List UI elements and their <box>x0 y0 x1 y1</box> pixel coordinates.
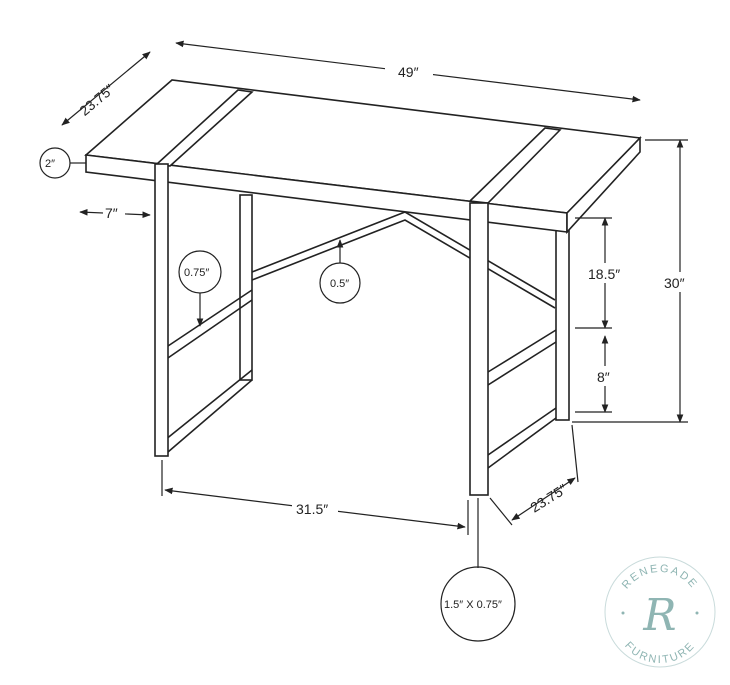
dimension-frame-tube: 0.75″ <box>178 250 222 327</box>
leg-span-label: 31.5″ <box>296 501 328 517</box>
dimension-width: 49″ <box>175 40 641 103</box>
dimension-leg-span: 31.5″ <box>161 460 469 535</box>
front-left-leg <box>154 163 169 457</box>
back-left-leg-frame <box>164 194 253 453</box>
cross-brace <box>251 211 556 309</box>
dimension-height: 30″ <box>572 139 696 423</box>
tabletop <box>84 79 642 235</box>
height-label: 30″ <box>664 275 685 291</box>
upper-clearance-label: 18.5″ <box>588 266 620 282</box>
cross-brace-label: 0.5″ <box>330 278 349 290</box>
back-right-leg-frame <box>487 221 570 469</box>
dimension-depth-base: 23.75″ <box>489 424 579 526</box>
dimension-cross-brace: 0.5″ <box>319 239 361 304</box>
width-label: 49″ <box>398 64 419 80</box>
dimension-overhang: 7″ <box>79 203 151 221</box>
top-thickness-label: 2″ <box>45 158 55 170</box>
dimension-lower-shelf: 8″ <box>575 335 617 413</box>
depth-base-label: 23.75″ <box>527 481 569 516</box>
dimension-leg-profile: 1.5″ X 0.75″ <box>440 498 516 642</box>
dimension-top-thickness: 2″ <box>39 147 86 179</box>
depth-top-label: 23.75″ <box>76 81 117 119</box>
front-right-leg <box>469 202 489 496</box>
logo-monogram: R <box>642 590 676 641</box>
renegade-furniture-logo: RENEGADE FURNITURE R <box>604 556 716 668</box>
frame-tube-label: 0.75″ <box>184 267 209 279</box>
lower-shelf-label: 8″ <box>597 369 610 385</box>
leg-profile-label: 1.5″ X 0.75″ <box>444 599 502 611</box>
overhang-label: 7″ <box>105 205 118 221</box>
dimension-upper-clearance: 18.5″ <box>575 217 625 329</box>
